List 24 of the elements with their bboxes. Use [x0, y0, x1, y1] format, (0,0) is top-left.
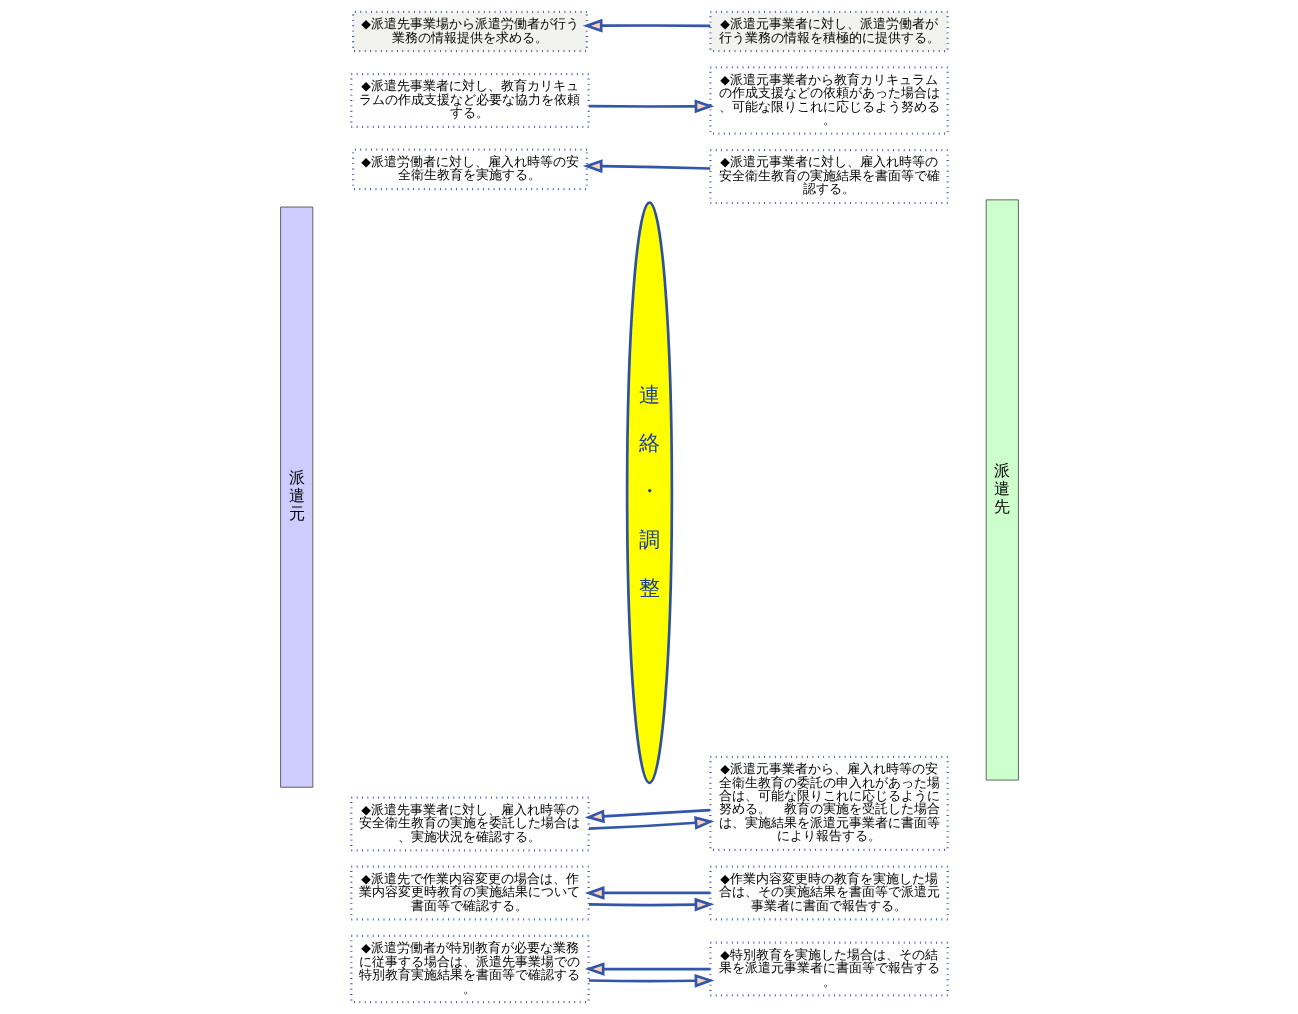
node-box: ◆派遣労働者に対し、雇入れ時等の安全衛生教育を実施する。 — [351, 148, 588, 191]
node-box: ◆派遣先事業場から派遣労働者が行う業務の情報提供を求める。 — [351, 10, 588, 53]
arrow — [588, 815, 714, 830]
arrow — [584, 886, 710, 900]
arrow — [588, 973, 714, 988]
arrow — [584, 962, 710, 976]
node-box: ◆特別教育を実施した場合は、その結果を派遣元事業者に書面等で報告する。 — [708, 941, 949, 997]
node-box: ◆派遣労働者が特別教育が必要な業務に従事する場合は、派遣先事業場での特別教育実施結果を書面等で確認する。 — [349, 934, 590, 1004]
node-box: ◆派遣元事業者に対し、派遣労働者が行う業務の情報を積極的に提供する。 — [708, 10, 949, 53]
node-ellipse: 連絡・調整 — [625, 201, 673, 785]
arrow — [582, 18, 710, 33]
arrow — [588, 897, 714, 912]
node-box: ◆派遣元事業者から教育カリキュラムの作成支援などの依頼があった場合は、可能な限りこれに応じるよう努める。 — [708, 66, 949, 135]
node-box: ◆派遣元事業者に対し、雇入れ時等の安全衛生教育の実施結果を書面等で確認する。 — [708, 149, 949, 205]
node-box: ◆派遣先で作業内容変更の場合は、作業内容変更時教育の実施結果について書面等で確認する。 — [349, 865, 590, 921]
node-box: 派遣先 — [985, 199, 1019, 781]
node-box: ◆派遣元事業者から、雇入れ時等の安全衛生教育の委託の申入れがあった場合は、可能な限りこれに応じるように努める。 教育の実施を受託した場合は、実施結果を派遣元事業者に書面等により報告する。 — [708, 755, 949, 852]
arrow — [584, 808, 710, 824]
arrow — [582, 159, 710, 174]
node-box: ◆派遣先事業者に対し、教育カリキュラムの作成支援など必要な協力を依頼する。 — [349, 72, 590, 128]
node-box: 派遣元 — [279, 206, 313, 788]
node-box: ◆作業内容変更時の教育を実施した場合は、その実施結果を書面等で派遣元事業者に書面で報告する。 — [708, 865, 949, 921]
node-box: ◆派遣先事業者に対し、雇入れ時等の安全衛生教育の実施を委託した場合は、実施状況を確認する。 — [349, 796, 590, 852]
arrow — [588, 99, 714, 114]
